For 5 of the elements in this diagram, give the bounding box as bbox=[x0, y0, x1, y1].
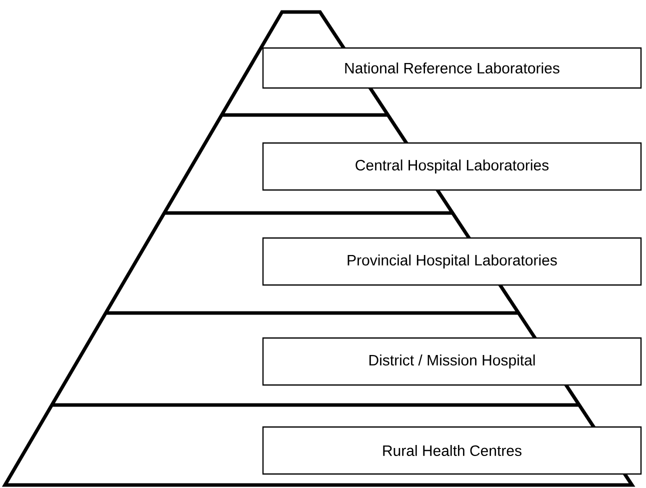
tier-label-box: Provincial Hospital Laboratories bbox=[262, 237, 642, 286]
tier-label-box: National Reference Laboratories bbox=[262, 47, 642, 89]
tier-label-box: Rural Health Centres bbox=[262, 426, 642, 475]
tier-label-box: Central Hospital Laboratories bbox=[262, 142, 642, 191]
tier-label-box: District / Mission Hospital bbox=[262, 337, 642, 386]
